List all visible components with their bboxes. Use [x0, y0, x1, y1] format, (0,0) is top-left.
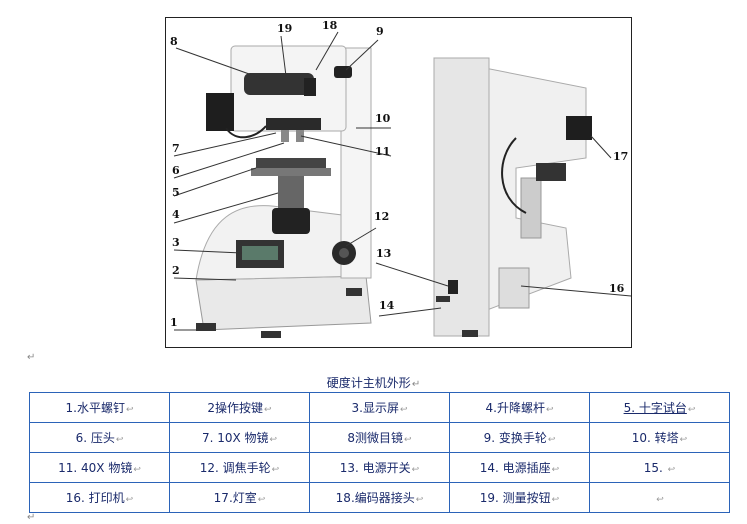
callout-10: 10 — [375, 112, 391, 125]
table-cell: 1.水平螺钉↩ — [29, 392, 170, 423]
callout-13: 13 — [376, 247, 391, 260]
caption-paragraph-mark: ↵ — [411, 379, 421, 390]
table-row: 6. 压头↩ 7. 10X 物镜↩ 8测微目镜↩ 9. 变换手轮↩ 10. 转塔… — [29, 422, 730, 453]
table-row: 11. 40X 物镜↩ 12. 调焦手轮↩ 13. 电源开关↩ 14. 电源插座… — [29, 452, 730, 483]
machine-photo: 8 19 18 9 10 7 11 6 5 4 12 3 13 2 14 16 … — [165, 17, 632, 348]
table-cell: ↩ — [589, 482, 730, 513]
hardness-tester-illustration: 8 19 18 9 10 7 11 6 5 4 12 3 13 2 14 16 … — [170, 19, 632, 338]
table-cell: 10. 转塔↩ — [589, 422, 730, 453]
callout-19: 19 — [277, 22, 292, 35]
callout-14: 14 — [379, 299, 395, 312]
table-cell: 3.显示屏↩ — [309, 392, 450, 423]
table-cell: 2操作按键↩ — [169, 392, 310, 423]
callout-9: 9 — [376, 25, 384, 38]
callout-7: 7 — [172, 142, 180, 155]
table-row: 1.水平螺钉↩ 2操作按键↩ 3.显示屏↩ 4.升降螺杆↩ 5. 十字试台↩ — [29, 392, 730, 423]
table-cell: 15. ↩ — [589, 452, 730, 483]
paragraph-mark: ↵ — [27, 512, 36, 523]
callout-16: 16 — [609, 282, 625, 295]
table-cell: 9. 变换手轮↩ — [449, 422, 590, 453]
table-cell: 19. 测量按钮↩ — [449, 482, 590, 513]
callout-4: 4 — [172, 208, 180, 221]
callout-18: 18 — [322, 19, 338, 32]
callout-1: 1 — [170, 316, 178, 329]
table-row: 16. 打印机↩ 17.灯室↩ 18.编码器接头↩ 19. 测量按钮↩ ↩ — [29, 482, 730, 513]
table-cell: 17.灯室↩ — [169, 482, 310, 513]
table-cell: 7. 10X 物镜↩ — [169, 422, 310, 453]
callout-17: 17 — [613, 150, 628, 163]
side-view — [433, 57, 592, 337]
table-cell: 12. 调焦手轮↩ — [169, 452, 310, 483]
callout-3: 3 — [172, 236, 180, 249]
table-cell: 18.编码器接头↩ — [309, 482, 450, 513]
callout-11: 11 — [375, 145, 390, 158]
table-cell: 13. 电源开关↩ — [309, 452, 450, 483]
front-view — [195, 45, 372, 338]
callout-5: 5 — [172, 186, 180, 199]
callout-12: 12 — [374, 210, 389, 223]
parts-table: 1.水平螺钉↩ 2操作按键↩ 3.显示屏↩ 4.升降螺杆↩ 5. 十字试台↩ 6… — [29, 392, 730, 513]
leader-lines — [173, 31, 632, 331]
figure-caption: 硬度计主机外形↵ — [0, 374, 747, 391]
table-cell: 14. 电源插座↩ — [449, 452, 590, 483]
paragraph-mark: ↵ — [27, 352, 36, 363]
callout-8: 8 — [170, 35, 178, 48]
callout-6: 6 — [172, 164, 180, 177]
table-cell: 16. 打印机↩ — [29, 482, 170, 513]
table-cell: 11. 40X 物镜↩ — [29, 452, 170, 483]
table-cell: 6. 压头↩ — [29, 422, 170, 453]
table-cell: 5. 十字试台↩ — [589, 392, 730, 423]
callout-2: 2 — [172, 264, 180, 277]
table-cell: 8测微目镜↩ — [309, 422, 450, 453]
table-cell: 4.升降螺杆↩ — [449, 392, 590, 423]
caption-text: 硬度计主机外形 — [326, 376, 411, 390]
